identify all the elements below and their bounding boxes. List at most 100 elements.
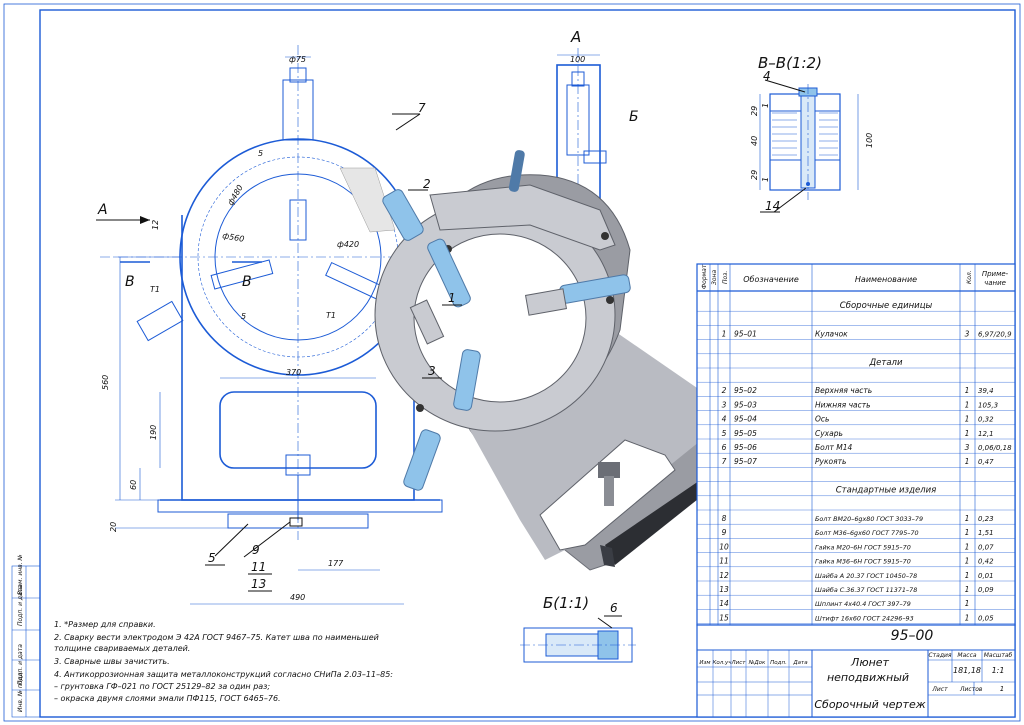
section-b-marker: Б [629,109,639,125]
spec-name: Верхняя часть [815,386,872,395]
spec-qty: 1 [965,557,970,566]
spec-name: Сухарь [815,429,843,438]
spec-section-title: Стандартные изделия [836,486,937,496]
spec-hdr-qty: Кол. [966,270,973,284]
spec-qty: 1 [965,457,970,466]
spec-pos: 13 [719,585,729,594]
section-b: Б(1:1) 6 [520,594,636,663]
section-b-title: Б(1:1) [543,594,589,612]
title-name-1: Люнет [850,656,889,669]
technical-notes: 1. *Размер для справки. 2. Сварку вести … [54,620,393,703]
spec-designation: 95–03 [734,400,757,409]
spec-hdr-pos: Поз. [722,271,729,284]
spec-name: Ось [815,415,829,424]
title-mass: 181,18 [953,666,981,675]
spec-note: 0,09 [978,586,994,594]
spec-designation: 95–05 [734,429,757,438]
title-scale-hdr: Масштаб [984,652,1013,659]
dim-w490: 490 [290,593,305,602]
spec-name: Шплинт 4х40.4 ГОСТ 397–79 [815,600,911,608]
revision-col-header: Изм [699,660,710,666]
spec-qty: 1 [965,429,970,438]
spec-pos: 11 [719,557,729,566]
spec-pos: 5 [722,429,727,438]
spec-pos: 4 [722,415,727,424]
spec-hdr-note: Приме-чание [982,270,1009,287]
spec-pos: 9 [722,528,727,537]
section-vv-title: В–В(1:2) [758,54,822,72]
title-name-2: неподвижный [827,671,909,684]
spec-note: 12,1 [978,430,994,438]
title-sheet-hdr: Лист [931,686,948,693]
note-1: 1. *Размер для справки. [54,620,156,629]
spec-note: 0,06/0,18 [978,444,1012,452]
title-doc-type: Сборочный чертеж [814,698,925,711]
pos-4: 4 [763,69,771,83]
spec-designation: 95–02 [734,386,757,395]
revision-col-header: Дата [792,660,808,666]
spec-designation: 95–04 [734,415,757,424]
dim-h190: 190 [149,425,158,440]
spec-note: 0,32 [978,416,994,424]
spec-note: 0,23 [978,515,994,523]
spec-name: Штифт 16х60 ГОСТ 24296–93 [815,614,914,622]
pos-2: 2 [423,177,431,191]
spec-note: 1,51 [978,529,994,537]
dim-v100: 100 [865,133,874,148]
section-v-marker-left: В [125,274,135,290]
outer-border [3,3,1021,722]
title-mass-hdr: Масса [957,652,976,659]
revision-col-header: Кол.уч [712,660,732,666]
spec-pos: 10 [719,542,729,551]
dim-w100: 100 [570,55,585,64]
spec-qty: 1 [965,386,970,395]
revision-col-header: Подп. [770,660,787,666]
spec-pos: 6 [722,443,727,452]
render-3d: 7 2 1 3 [374,101,723,571]
spec-name: Болт М14 [815,443,853,452]
dim-v1b: 1 [761,177,770,182]
dim-h60: 60 [129,480,138,490]
render-cam-4 [382,189,424,241]
spec-name: Шайба А 20.37 ГОСТ 10450–78 [815,572,917,580]
spec-note: 0,07 [978,543,994,551]
pos-3: 3 [428,364,436,378]
spec-hdr-zone: Зона [711,270,718,285]
dim-h20: 20 [109,522,118,532]
spec-pos: 15 [719,613,729,622]
title-sheets-hdr: Листов [959,686,983,693]
spec-hdr-designation: Обозначение [743,275,799,284]
spec-pos: 7 [722,457,727,466]
dim-t1a: Т1 [150,285,160,294]
dim-v40: 40 [750,136,759,146]
spec-designation: 95–01 [734,329,757,338]
spec-qty: 1 [965,599,970,608]
spec-section-title: Сборочные единицы [840,301,933,311]
spec-pos: 14 [719,599,729,608]
spec-name: Шайба С.36.37 ГОСТ 11371–78 [815,586,917,594]
spec-designation: 95–07 [734,457,757,466]
dim-d560: ф560 [222,231,245,244]
stamp-label-3: Подп. и дата [17,585,24,626]
view-a-label: A [570,28,581,46]
dim-t1b: Т1 [326,311,336,320]
spec-name: Гайка М20–6Н ГОСТ 5915–70 [815,543,911,551]
spec-qty: 3 [965,443,970,452]
note-3: 3. Сварные швы зачистить. [54,657,170,666]
dim-d420: ф420 [337,240,359,249]
pos-9: 9 [252,543,260,557]
spec-qty: 1 [965,613,970,622]
spec-name: Гайка М36–6Н ГОСТ 5915–70 [815,558,911,566]
pos-13: 13 [251,577,266,591]
revision-col-header: №Док [748,660,766,666]
spec-name: Нижняя часть [815,400,871,409]
section-vv: В–В(1:2) 29 40 29 1 1 100 4 14 [750,54,874,213]
note-2b: толщине свариваемых деталей. [54,644,190,653]
pos-14: 14 [765,199,780,213]
dim-s12: 12 [151,220,160,230]
dim-h560: 560 [101,375,110,390]
dim-w370: 370 [286,368,301,377]
note-4: 4. Антикоррозионная защита металлоконстр… [54,670,393,679]
